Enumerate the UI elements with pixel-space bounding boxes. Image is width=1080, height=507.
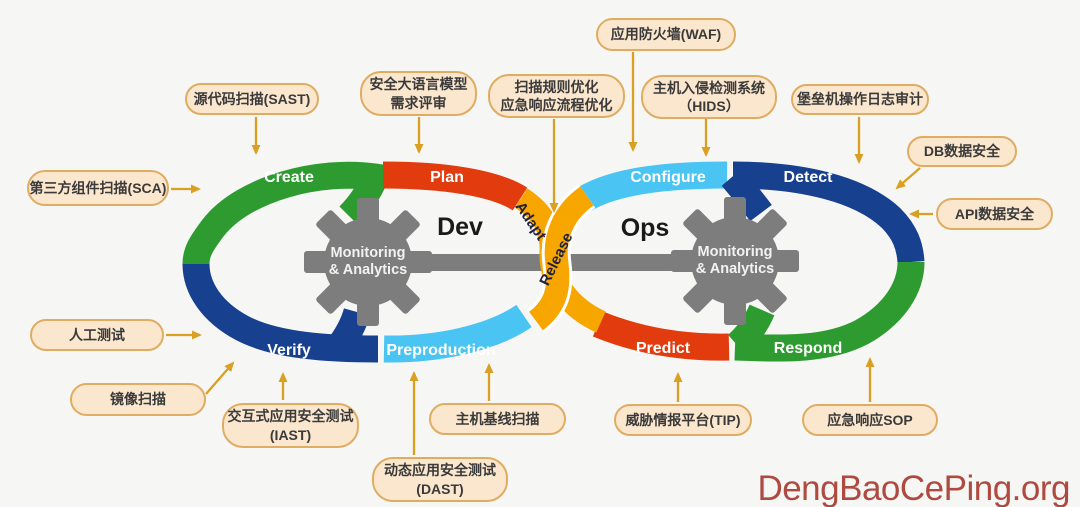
create-arc <box>182 161 395 265</box>
verify-arc <box>182 263 379 363</box>
detect-label: Detect <box>784 169 834 186</box>
configure-arc <box>572 161 728 214</box>
respond-gear-stub <box>727 304 775 356</box>
callout-llm-review: 安全大语言模型需求评审 <box>360 71 477 116</box>
callout-text: 动态应用安全测试 <box>384 462 496 479</box>
gear-left-text-line2: & Analytics <box>329 262 407 278</box>
callout-hids: 主机入侵检测系统（HIDS） <box>641 75 777 119</box>
callout-manual-test: 人工测试 <box>30 319 164 351</box>
respond-label: Respond <box>774 340 842 357</box>
detect-arc <box>732 161 925 264</box>
callout-arrow-image-scan <box>205 361 235 395</box>
callout-text: 扫描规则优化 <box>514 78 599 95</box>
preproduction-label: Preproduction <box>386 342 495 359</box>
callout-db-security: DB数据安全 <box>907 136 1017 167</box>
callout-iast: 交互式应用安全测试(IAST) <box>222 403 359 448</box>
gear-right-text-line2: & Analytics <box>696 261 774 277</box>
callout-text: 镜像扫描 <box>110 391 166 408</box>
gear-left <box>304 198 432 326</box>
callout-text: 主机入侵检测系统 <box>653 79 765 96</box>
callout-text: 第三方组件扫描(SCA) <box>29 179 167 196</box>
callout-text: 交互式应用安全测试 <box>227 408 354 425</box>
plan-label: Plan <box>430 169 464 186</box>
dev-label: Dev <box>437 213 483 241</box>
callout-sast: 源代码扫描(SAST) <box>185 83 319 115</box>
callout-scan-rules: 扫描规则优化应急响应流程优化 <box>488 74 625 118</box>
detect-gear-stub <box>721 168 772 222</box>
verify-gear-stub <box>327 308 371 357</box>
callout-text: 源代码扫描(SAST) <box>193 90 311 107</box>
site-watermark: DengBaoCePing.org <box>757 469 1070 507</box>
respond-arc <box>734 261 925 362</box>
preproduction-arc <box>383 304 532 363</box>
callout-text: 主机基线扫描 <box>455 410 540 427</box>
gear-right <box>671 197 799 325</box>
callout-api-security: API数据安全 <box>936 198 1053 230</box>
callout-arrow-db <box>895 167 921 190</box>
plan-arc <box>382 161 528 211</box>
release-ribbon <box>528 186 594 331</box>
callout-text: 人工测试 <box>69 326 125 343</box>
configure-label: Configure <box>630 169 706 186</box>
ops-label: Ops <box>621 214 670 242</box>
callout-text: 安全大语言模型 <box>369 76 468 93</box>
callout-text: 威胁情报平台(TIP) <box>625 411 741 428</box>
verify-label: Verify <box>267 342 311 359</box>
create-label: Create <box>264 169 314 186</box>
callout-waf: 应用防火墙(WAF) <box>596 18 736 51</box>
predict-label: Predict <box>636 340 691 357</box>
callout-text: 应用防火墙(WAF) <box>610 26 722 43</box>
callout-text: 堡垒机操作日志审计 <box>797 91 923 108</box>
gear-left-text-line1: Monitoring <box>331 245 406 261</box>
predict-arc <box>592 311 730 361</box>
callout-sca: 第三方组件扫描(SCA) <box>27 170 169 206</box>
callout-dast: 动态应用安全测试(DAST) <box>372 457 508 502</box>
callout-tip: 威胁情报平台(TIP) <box>614 404 752 436</box>
gear-right-text-line1: Monitoring <box>698 244 773 260</box>
callout-sop: 应急响应SOP <box>802 404 938 436</box>
callout-image-scan: 镜像扫描 <box>70 383 206 416</box>
callout-text: 应急响应SOP <box>827 411 913 428</box>
callout-baseline-scan: 主机基线扫描 <box>429 403 566 435</box>
callout-bastion-audit: 堡垒机操作日志审计 <box>791 84 929 115</box>
callout-text: API数据安全 <box>954 205 1035 222</box>
callout-text: DB数据安全 <box>923 143 1001 160</box>
